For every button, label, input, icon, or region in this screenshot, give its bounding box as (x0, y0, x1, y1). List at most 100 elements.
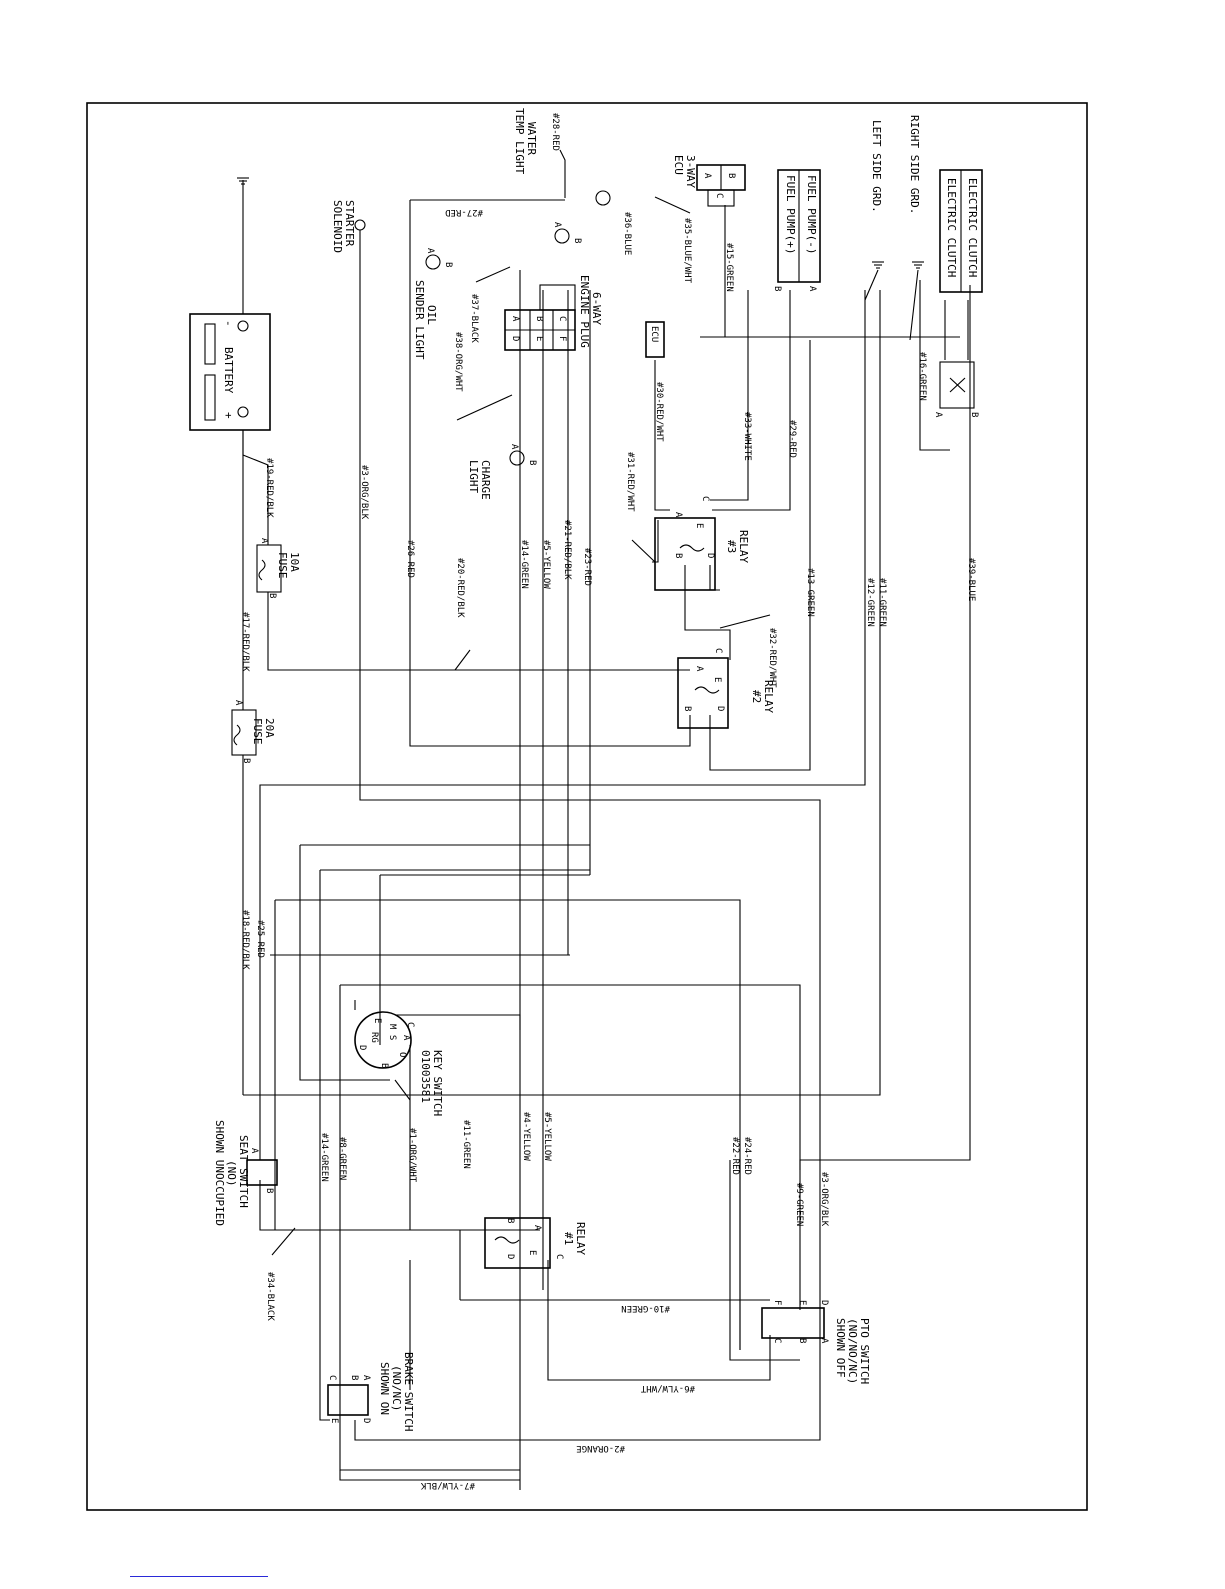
wire-label: #28-RED (550, 113, 560, 151)
pto-switch-label-2: (NO/NO/NC) (846, 1318, 859, 1384)
fuel-pump-minus-label: FUEL PUMP(-) (805, 175, 818, 254)
ecu-3way-pin-c: C (714, 193, 724, 198)
battery-terminal-pos (237, 406, 249, 418)
wire-network (242, 149, 971, 1490)
brake-switch-label-3: SHOWN ON (378, 1362, 391, 1415)
oil-sender-label-2: SENDER LIGHT (413, 280, 426, 360)
seat-switch-label-1: SEAT SWITCH (237, 1135, 250, 1208)
diagram-border (86, 102, 1088, 1511)
brake-switch-pin-e: E (329, 1418, 339, 1423)
ecu-box (645, 321, 665, 358)
relay-3-pin-c: C (700, 496, 710, 501)
electric-clutch-label-top: ELECTRIC CLUTCH (966, 178, 979, 277)
seat-switch-pin-a: A (249, 1148, 259, 1154)
clutch-diode (939, 361, 975, 409)
battery-body (189, 313, 271, 431)
ecu-indicator-lamp (595, 190, 611, 206)
fuel-pump-pin-a: A (807, 286, 817, 292)
engine-plug-pin-e: E (534, 336, 544, 341)
key-switch-body (354, 1011, 412, 1069)
left-ground-label: LEFT SIDE GRD. (870, 120, 883, 213)
ground-symbol-right (909, 261, 924, 341)
brake-switch-label-2: (NO/NC) (390, 1365, 403, 1411)
wire-label: #8-GREEN (337, 1137, 347, 1180)
wire-label: #23-RED (582, 548, 592, 586)
oil-sender-pin-a: A (425, 248, 435, 254)
wire-label: #21-RED/BLK (562, 520, 572, 580)
relay-2-label-1: RELAY (762, 680, 775, 713)
battery-neg-label: - (222, 320, 235, 327)
charge-lamp (509, 450, 525, 466)
wire-label: #5-YELLOW (541, 540, 551, 589)
pto-switch-pin-b: B (797, 1338, 807, 1343)
wire-label: #30-RED/WHT (654, 382, 664, 442)
brake-switch-pin-a: A (361, 1375, 371, 1381)
ecu-box-label: ECU (649, 326, 659, 342)
starter-solenoid-label-1: STARTER (343, 200, 356, 247)
key-switch-label-1: KEY SWITCH (431, 1050, 444, 1116)
pto-switch-label-3: SHOWN OFF (834, 1318, 847, 1378)
relay-3-pin-d: D (705, 553, 715, 558)
relay-1-label-1: RELAY (574, 1222, 587, 1255)
key-switch-o-label: O (397, 1052, 407, 1057)
brake-switch-body (327, 1384, 369, 1416)
wire-label: #12-GREEN (865, 578, 875, 627)
fuse-10a-pin-a: A (259, 538, 269, 544)
ground-symbol-left (864, 261, 884, 301)
wire-label: #36-BLUE (622, 212, 632, 255)
key-switch-pin-b: B (379, 1063, 389, 1068)
charge-light-label-1: CHARGE (479, 460, 492, 500)
wire-label: #20-RED/BLK (455, 558, 465, 618)
water-temp-lamp (554, 228, 570, 244)
wire-label: #4-YELLOW (521, 1112, 531, 1161)
wire-label: #5-YELLOW (542, 1112, 552, 1161)
wire-label: #11-GREEN (877, 578, 887, 627)
charge-light-label-2: LIGHT (467, 460, 480, 493)
starter-solenoid-terminal (354, 219, 366, 231)
key-switch-label-2: 01003581 (419, 1050, 432, 1103)
seat-switch-body (246, 1159, 278, 1186)
wire-label: #1-ORG/WHT (407, 1128, 417, 1183)
relay-3-body (654, 517, 716, 591)
relay-3-pin-e: E (694, 523, 704, 528)
battery-label: BATTERY (222, 347, 235, 394)
seat-switch-label-3: SHOWN UNOCCUPIED (213, 1120, 226, 1226)
fuse-20a-label-2: FUSE (251, 718, 264, 745)
diode-pin-b: B (969, 412, 979, 417)
wire-label: #11-GREEN (461, 1120, 471, 1169)
seat-switch-pin-b: B (264, 1188, 274, 1193)
relay-3-pin-a: A (673, 512, 683, 518)
pto-switch-pin-d: D (819, 1300, 829, 1305)
wire-label: #33-WHITE (742, 412, 752, 461)
relay-2-pin-a: A (694, 666, 704, 672)
footer-link-underline[interactable] (130, 1576, 268, 1577)
brake-switch-pin-b: B (349, 1375, 359, 1380)
wire-label: #34-BLACK (265, 1272, 275, 1321)
fuse-20a-pin-a: A (233, 700, 243, 706)
relay-1-pin-a: A (532, 1225, 542, 1231)
wire-label: #3-ORG/BLK (819, 1172, 829, 1227)
oil-sender-label-1: OIL (425, 305, 438, 325)
seat-switch-label-2: (NO) (225, 1160, 238, 1187)
relay-3-label-1: RELAY (737, 530, 750, 563)
wire-label: #32-RED/WHT (767, 628, 777, 688)
relay-1-pin-c: C (554, 1254, 564, 1259)
water-temp-label-2: TEMP LIGHT (513, 108, 526, 175)
relay-1-pin-e: E (527, 1250, 537, 1255)
relay-1-pin-b: B (505, 1218, 515, 1223)
wire-label: #18-RED/BLK (240, 910, 250, 970)
relay-2-pin-b: B (682, 706, 692, 711)
wire-label: #22-RED (730, 1137, 740, 1175)
wire-label: #6-YLW/WHT (640, 1383, 695, 1393)
fuse-20a-pin-b: B (241, 758, 251, 763)
water-temp-label-1: WATER (525, 122, 538, 155)
wire-label: #25-RED (255, 920, 265, 958)
fuel-pump-pin-b: B (772, 286, 782, 291)
ecu-3way-connector (696, 164, 746, 207)
wire-label: #27-RED (445, 207, 483, 217)
wire-label: #17-RED/BLK (240, 612, 250, 672)
wire-label: #7-YLW/BLK (420, 1480, 475, 1490)
relay-2-pin-d: D (715, 706, 725, 711)
wire-label: #14-GREEN (319, 1133, 329, 1182)
